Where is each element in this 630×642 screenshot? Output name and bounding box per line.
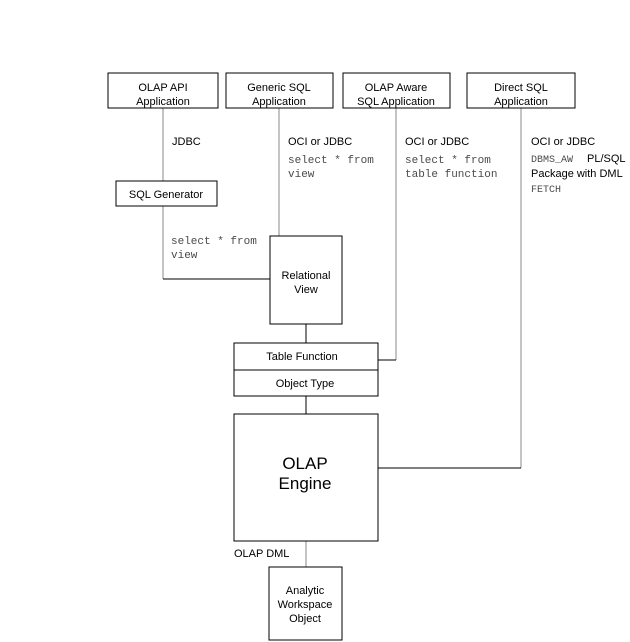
direct-sql-application-box: Direct SQL Application <box>466 72 576 109</box>
relational-view-label-line1: Relational <box>282 270 331 282</box>
generic-sql-label-line2: Application <box>252 96 306 108</box>
olap-aware-label-line1: OLAP Aware <box>365 82 428 94</box>
analytic-workspace-label-line3: Object <box>289 613 321 625</box>
object-type-label: Object Type <box>276 378 335 390</box>
direct-oci-jdbc-label: OCI or JDBC <box>531 136 595 148</box>
generic-oci-jdbc-label: OCI or JDBC <box>288 136 352 148</box>
jdbc-label: JDBC <box>172 136 201 148</box>
generator-select-code-line1: select * from <box>171 236 257 248</box>
relational-view-box: Relational View <box>269 235 343 325</box>
olap-api-label-line2: Application <box>136 96 190 108</box>
generic-select-code-line1: select * from <box>288 155 374 167</box>
olap-engine-label-line1: OLAP <box>282 454 327 473</box>
direct-sql-label-line1: Direct SQL <box>494 82 548 94</box>
generator-select-code-line2: view <box>171 250 198 262</box>
olap-aware-sql-application-box: OLAP Aware SQL Application <box>342 72 451 109</box>
aware-select-code-line1: select * from <box>405 155 491 167</box>
aware-select-code-line2: table function <box>405 169 497 181</box>
connectors <box>162 108 522 567</box>
sql-generator-label: SQL Generator <box>129 189 204 201</box>
olap-dml-label: OLAP DML <box>234 548 289 560</box>
fetch-label: FETCH <box>531 185 561 196</box>
olap-api-application-box: OLAP API Application <box>107 72 219 109</box>
olap-api-label-line1: OLAP API <box>138 82 187 94</box>
olap-engine-label-line2: Engine <box>279 474 332 493</box>
generic-sql-label-line1: Generic SQL <box>247 82 311 94</box>
plsql-label: PL/SQL <box>587 153 626 165</box>
table-function-object-type-box: Table Function Object Type <box>233 342 379 397</box>
analytic-workspace-object-box: Analytic Workspace Object <box>268 566 343 641</box>
aware-oci-jdbc-label: OCI or JDBC <box>405 136 469 148</box>
table-function-label: Table Function <box>266 351 338 363</box>
package-with-dml-label: Package with DML <box>531 168 623 180</box>
olap-aware-label-line2: SQL Application <box>357 96 435 108</box>
direct-sql-label-line2: Application <box>494 96 548 108</box>
sql-generator-box: SQL Generator <box>115 180 218 207</box>
relational-view-label-line2: View <box>294 284 318 296</box>
dbms-aw-label: DBMS_AW <box>531 155 573 166</box>
analytic-workspace-label-line1: Analytic <box>286 585 325 597</box>
generic-sql-application-box: Generic SQL Application <box>225 72 334 109</box>
olap-engine-box: OLAP Engine <box>233 413 379 542</box>
generic-select-code-line2: view <box>288 169 315 181</box>
analytic-workspace-label-line2: Workspace <box>278 599 333 611</box>
